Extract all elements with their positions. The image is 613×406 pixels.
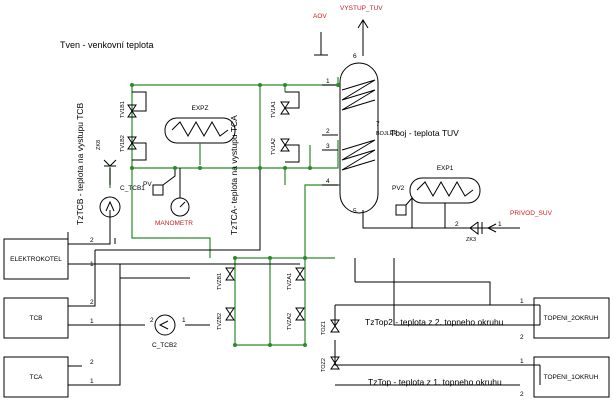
valve-tvzb2: TVZB2 [217, 307, 235, 330]
bojler: BOJLER [339, 62, 397, 214]
note-tztca: TzTCA- teplota na vystupu TCA [229, 115, 239, 235]
valve-tvza1: TVZA1 [287, 267, 305, 290]
svg-text:6: 6 [353, 53, 357, 60]
expz-label: EXPZ [192, 105, 209, 112]
svg-text:1: 1 [498, 221, 502, 228]
note-tztop: TzTop - teplota z 1. topneho okruhu [368, 377, 502, 387]
c-tcb1-label: C_TCB1 [120, 185, 145, 192]
note-tboj: Tboj - teplota TUV [390, 128, 459, 138]
tvza1-label: TVZA1 [287, 273, 293, 290]
black-wires [67, 19, 541, 386]
tvzb2-label: TVZB2 [217, 313, 223, 330]
toz2-label: TOZ2 [321, 358, 327, 372]
svg-text:1: 1 [182, 317, 186, 324]
manometr: MANOMETR [155, 168, 193, 227]
svg-text:2: 2 [326, 128, 330, 135]
valve-toz2: TOZ2 [321, 356, 340, 372]
valve-tv1a2: TV1A2 [271, 138, 300, 163]
exp1-label: EXP1 [437, 165, 454, 172]
svg-text:3: 3 [326, 143, 330, 150]
pump-c-tcb2: C_TCB2 [152, 314, 177, 349]
tvza2-label: TVZA2 [287, 313, 293, 330]
topeni-2okruh-label: TOPENI_2OKRUH [544, 315, 599, 322]
svg-text:5: 5 [353, 208, 357, 215]
pv-label: PV [143, 181, 152, 188]
pv2-valve: PV2 [392, 185, 413, 228]
expz-vessel: EXPZ [164, 105, 236, 165]
c-tcb2-label: C_TCB2 [152, 342, 177, 349]
valve-tvza2: TVZA2 [287, 307, 305, 330]
pin-numbers: 1 2 3 4 5 6 7 2 1 2 1 2 1 1 2 1 2 2 1 2 … [90, 53, 524, 398]
note-tven: Tven - venkovní teplota [60, 40, 154, 50]
svg-text:1: 1 [90, 378, 94, 385]
tca-label: TCA [30, 374, 44, 381]
svg-text:1: 1 [90, 318, 94, 325]
svg-text:1: 1 [520, 298, 524, 305]
note-tztop2: TzTop2 - teplota z 2. topneho okruhu [365, 317, 504, 327]
zk3-valve: ZK3 [466, 221, 483, 243]
block-topeni-1okruh: TOPENI_1OKRUH [533, 356, 610, 398]
svg-text:2: 2 [90, 299, 94, 306]
aov-label: AOV [313, 13, 327, 20]
zk8-label: ZK8 [96, 140, 102, 150]
zk3-label: ZK3 [466, 237, 476, 243]
manometr-label: MANOMETR [155, 220, 193, 227]
svg-text:2: 2 [90, 359, 94, 366]
svg-text:1: 1 [90, 261, 94, 268]
elektrokotel-label: ELEKTROKOTEL [10, 256, 62, 263]
valve-tv1b2: TV1B2 [120, 135, 147, 161]
pv2-label: PV2 [392, 185, 405, 192]
block-tcb: TCB [3, 297, 69, 339]
svg-text:2: 2 [150, 317, 154, 324]
svg-text:7: 7 [376, 121, 380, 128]
block-tca: TCA [3, 356, 69, 398]
svg-text:1: 1 [326, 78, 330, 85]
junction-dots [130, 83, 340, 347]
svg-text:2: 2 [520, 334, 524, 341]
valve-tvzb1: TVZB1 [217, 267, 235, 290]
tvzb1-label: TVZB1 [217, 273, 223, 290]
zk8-valve: ZK8 [96, 140, 117, 167]
tv1a1-label: TV1A1 [271, 101, 277, 118]
tv1b2-label: TV1B2 [120, 135, 126, 152]
tv1b1-label: TV1B1 [120, 101, 126, 118]
valve-tv1a1: TV1A1 [271, 91, 300, 118]
vystup-tuv-label: VYSTUP_TUV [340, 5, 383, 12]
bojler-label: BOJLER [376, 131, 397, 137]
svg-text:4: 4 [326, 178, 330, 185]
valve-toz1: TOZ1 [321, 319, 340, 335]
exp1-vessel: EXP1 [409, 165, 481, 228]
pv-valve: PV [143, 168, 176, 196]
svg-text:2: 2 [455, 221, 459, 228]
topeni-1okruh-label: TOPENI_1OKRUH [544, 374, 599, 381]
pump-c-tcb1: C_TCB1 [99, 185, 145, 218]
svg-text:2: 2 [90, 237, 94, 244]
privod-suv-label: PRIVOD_SUV [510, 210, 553, 217]
green-pipes [109, 77, 340, 346]
block-elektrokotel: ELEKTROKOTEL [3, 238, 69, 280]
tcb-label: TCB [30, 315, 43, 322]
valve-tv1b1: TV1B1 [120, 91, 147, 118]
block-topeni-2okruh: TOPENI_2OKRUH [533, 297, 610, 339]
tv1a2-label: TV1A2 [271, 138, 277, 155]
note-tztcb: TzTCB - teplota na vystupu TCB [75, 102, 85, 225]
svg-text:1: 1 [520, 358, 524, 365]
svg-text:2: 2 [520, 391, 524, 398]
toz1-label: TOZ1 [321, 321, 327, 335]
